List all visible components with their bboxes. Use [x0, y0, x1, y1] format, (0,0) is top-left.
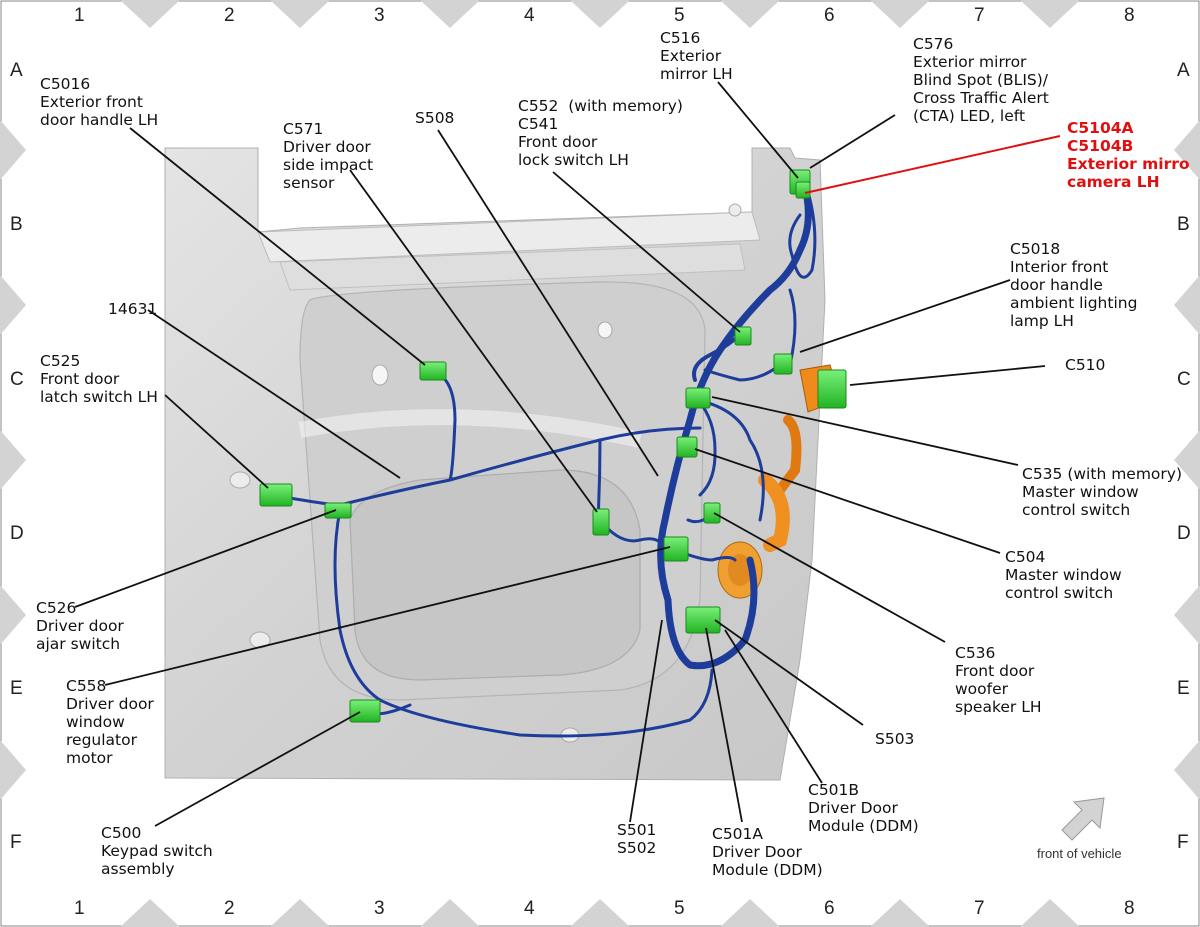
grid-col-1: 1 — [74, 5, 85, 26]
connector-c525 — [259, 483, 293, 507]
grid-row-a: A — [10, 60, 23, 81]
callout-s508: S508 — [415, 109, 455, 127]
grid-row-d-right: D — [1177, 523, 1191, 544]
connector-c536 — [703, 502, 721, 524]
grid-row-e: E — [10, 678, 23, 699]
callout-c5016: C5016 Exterior front door handle LH — [40, 75, 159, 129]
connector-c500 — [349, 699, 381, 723]
front-arrow-icon — [1061, 797, 1105, 841]
grid-col-5: 5 — [674, 5, 685, 26]
front-of-vehicle-label: front of vehicle — [1037, 846, 1122, 861]
grid-row-b: B — [10, 214, 23, 235]
grid-row-b-right: B — [1177, 214, 1190, 235]
callout-c535: C535 (with memory) Master window control… — [1022, 465, 1183, 519]
grid-col-3: 3 — [374, 5, 385, 26]
connector-c526 — [324, 502, 352, 519]
callout-c501a: C501A Driver Door Module (DDM) — [712, 825, 823, 879]
callout-c526: C526 Driver door ajar switch — [36, 599, 124, 653]
grid-col-7: 7 — [974, 5, 985, 26]
callout-c5104: C5104A C5104B Exterior mirro camera LH — [1067, 119, 1190, 191]
connector-c5016 — [419, 361, 447, 381]
callout-c500: C500 Keypad switch assembly — [101, 824, 213, 878]
grid-col-6-bottom: 6 — [824, 898, 835, 919]
grid-col-8-bottom: 8 — [1124, 898, 1135, 919]
highlight-leader — [804, 135, 1061, 194]
grid-col-2-bottom: 2 — [224, 898, 235, 919]
grid-row-c-right: C — [1177, 369, 1191, 390]
grid-row-d: D — [10, 523, 24, 544]
grid-row-f: F — [10, 832, 22, 853]
grid-row-a-right: A — [1177, 60, 1190, 81]
callout-c516: C516 Exterior mirror LH — [660, 29, 733, 83]
connectors — [259, 169, 847, 723]
callout-c576: C576 Exterior mirror Blind Spot (BLIS)/ … — [913, 35, 1049, 125]
callout-c536: C536 Front door woofer speaker LH — [955, 644, 1042, 716]
callout-14631: 14631 — [108, 300, 158, 318]
callout-c501b: C501B Driver Door Module (DDM) — [808, 781, 919, 835]
connector-c558 — [663, 536, 689, 562]
grid-col-4: 4 — [524, 5, 535, 26]
door-panel — [164, 147, 826, 781]
leader-lines — [74, 81, 1046, 827]
grid-col-1-bottom: 1 — [74, 898, 85, 919]
callout-c552-c541: C552 (with memory) C541 Front door lock … — [518, 97, 683, 169]
grid-col-6: 6 — [824, 5, 835, 26]
callout-c571: C571 Driver door side impact sensor — [283, 120, 374, 192]
grid-row-e-right: E — [1177, 678, 1190, 699]
callout-c510: C510 — [1065, 356, 1106, 374]
connector-c504 — [676, 436, 698, 458]
connector-c535 — [685, 387, 711, 409]
callout-c525: C525 Front door latch switch LH — [40, 352, 158, 406]
connector-c571 — [592, 508, 610, 536]
grid-col-4-bottom: 4 — [524, 898, 535, 919]
grid-col-2: 2 — [224, 5, 235, 26]
grid-col-7-bottom: 7 — [974, 898, 985, 919]
callout-c558: C558 Driver door window regulator motor — [66, 677, 154, 767]
grid-col-3-bottom: 3 — [374, 898, 385, 919]
connector-c501 — [685, 606, 721, 634]
callout-s501-s502: S501 S502 — [617, 821, 657, 857]
connector-c5018 — [773, 353, 793, 375]
grid-col-8: 8 — [1124, 5, 1135, 26]
callout-s503: S503 — [875, 730, 915, 748]
callout-c5018: C5018 Interior front door handle ambient… — [1010, 240, 1138, 330]
grid-row-c: C — [10, 369, 24, 390]
connector-c510 — [817, 369, 847, 409]
grid-col-5-bottom: 5 — [674, 898, 685, 919]
callout-c504: C504 Master window control switch — [1005, 548, 1122, 602]
grid-row-f-right: F — [1177, 832, 1189, 853]
connector-c576 — [795, 181, 811, 199]
